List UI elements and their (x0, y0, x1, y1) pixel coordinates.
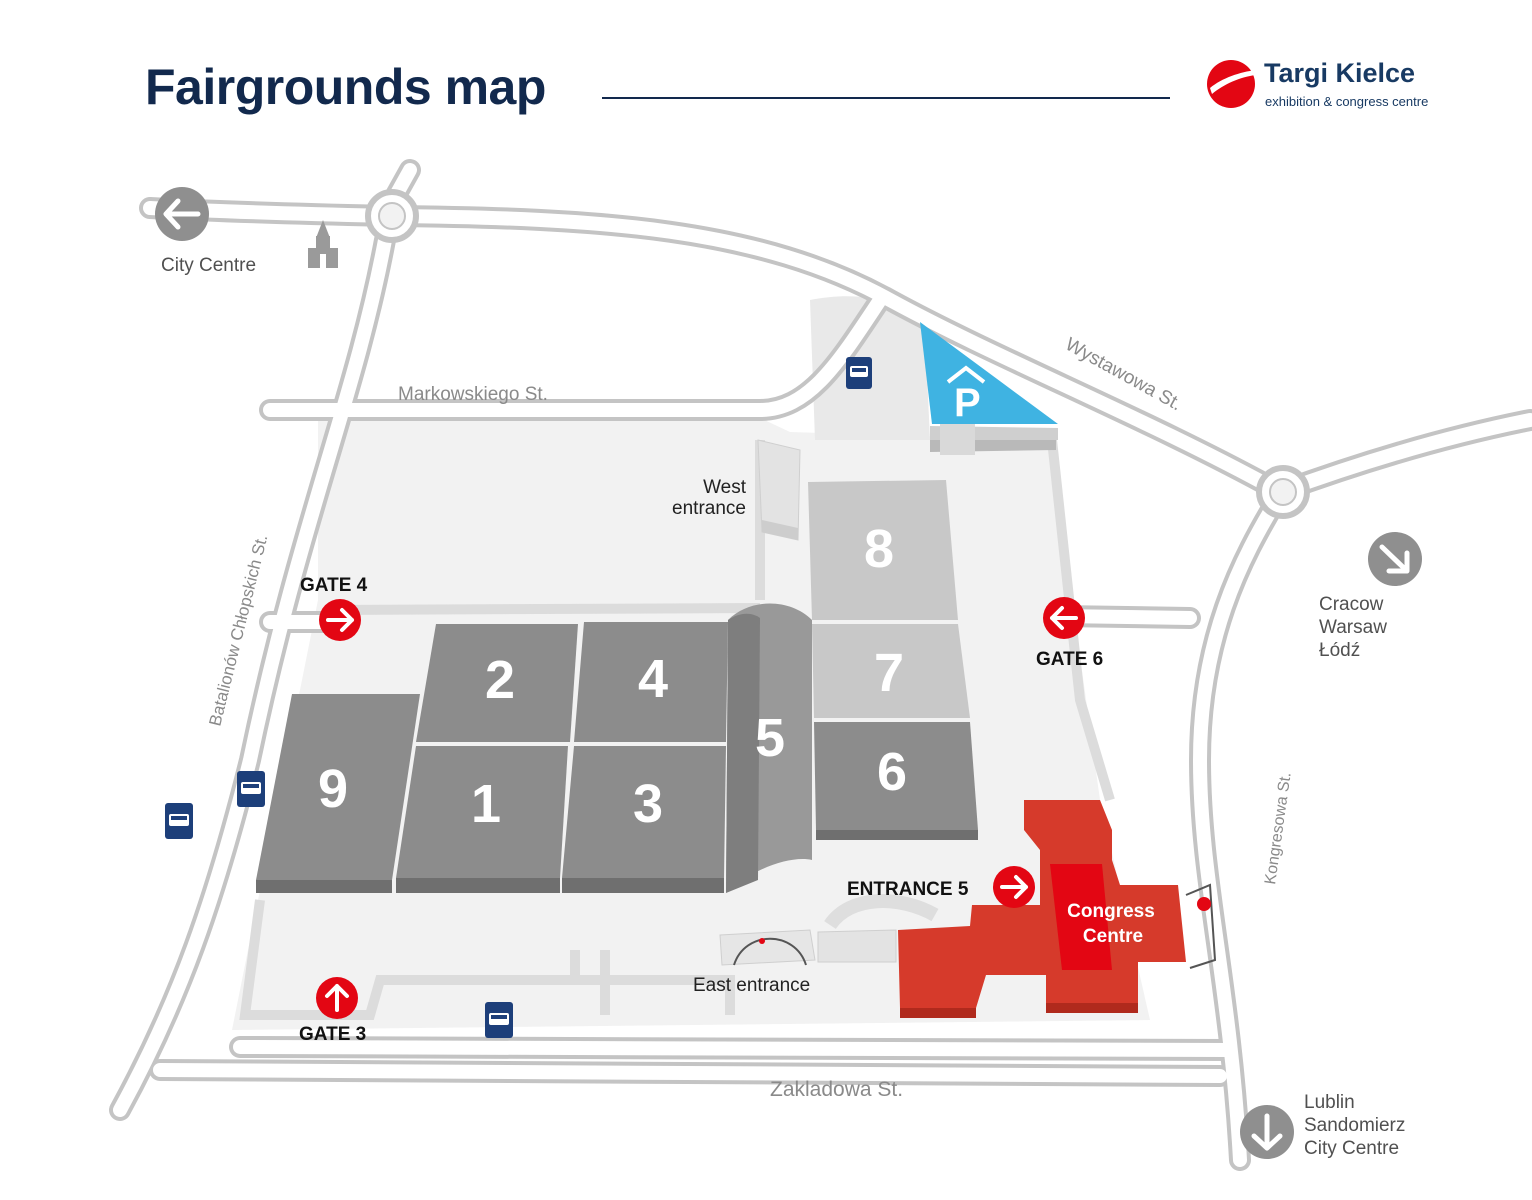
direction-arrow-south[interactable] (1240, 1105, 1294, 1159)
gate-4-marker[interactable] (319, 599, 361, 641)
direction-label-lodz: Łódź (1319, 640, 1360, 661)
hall-7[interactable] (812, 624, 970, 718)
congress-centre-building[interactable] (898, 800, 1217, 1018)
hall-6-number: 6 (877, 742, 907, 802)
hall-6[interactable] (814, 722, 978, 840)
hall-4[interactable] (574, 622, 728, 742)
bus-stop-icon[interactable] (846, 357, 872, 389)
hall-7-number: 7 (874, 643, 904, 703)
direction-label-cracow: Cracow (1319, 594, 1384, 615)
direction-label-city-centre-south: City Centre (1304, 1138, 1399, 1159)
hall-4-number: 4 (638, 649, 668, 709)
direction-label-sandomierz: Sandomierz (1304, 1115, 1405, 1136)
hall-2-number: 2 (485, 650, 515, 710)
hall-9[interactable] (256, 694, 420, 893)
hall-5-number: 5 (755, 708, 785, 768)
hall-1[interactable] (396, 746, 568, 893)
street-label-zakladowa: Zakladowa St. (770, 1078, 903, 1101)
brand-tagline: exhibition & congress centre (1265, 94, 1429, 109)
direction-label-city-centre: City Centre (161, 255, 256, 276)
parking-icon: P (946, 365, 986, 425)
brand-mark-icon (1207, 60, 1256, 108)
targi-kielce-logo[interactable]: Targi Kielce exhibition & congress centr… (1206, 58, 1446, 110)
arrow-right-icon (1000, 875, 1028, 899)
east-entrance-building[interactable] (719, 894, 939, 966)
page-title: Fairgrounds map (145, 59, 546, 115)
church-icon (308, 220, 338, 268)
gate-3-label: GATE 3 (299, 1024, 366, 1045)
parking-symbol: P (954, 381, 981, 425)
gate-3-marker[interactable] (316, 977, 358, 1019)
gate-6-label: GATE 6 (1036, 649, 1103, 670)
bus-stop-icon[interactable] (165, 803, 193, 839)
entrance-5-marker[interactable] (993, 866, 1035, 908)
congress-centre-label-line1: Congress (1067, 901, 1155, 922)
direction-arrow-city-centre[interactable] (155, 187, 209, 241)
road-network (109, 159, 1532, 1171)
gate-4-label: GATE 4 (300, 575, 368, 596)
hall-3[interactable] (562, 746, 726, 893)
parking-garage[interactable]: P (920, 322, 1058, 455)
hall-8-number: 8 (864, 519, 894, 579)
hall-9-number: 9 (318, 759, 348, 819)
west-entrance-label-line1: West (703, 477, 747, 498)
inner-walkways (239, 439, 1115, 1020)
title-divider (602, 97, 1170, 99)
arrow-down-icon (1251, 1113, 1283, 1151)
arrow-left-icon (1050, 606, 1078, 630)
hall-2[interactable] (416, 624, 578, 742)
direction-label-warsaw: Warsaw (1319, 617, 1387, 638)
bus-stop-icon[interactable] (485, 1002, 513, 1038)
arrow-right-icon (1379, 544, 1410, 574)
arrow-up-icon (325, 984, 349, 1012)
hall-8[interactable] (808, 480, 958, 620)
brand-name: Targi Kielce (1264, 58, 1416, 88)
congress-centre-label-line2: Centre (1083, 926, 1143, 947)
hall-1-number: 1 (471, 774, 501, 834)
east-entrance-label: East entrance (693, 975, 810, 996)
west-entrance-label-line2: entrance (672, 498, 746, 519)
street-label-markowskiego: Markowskiego St. (398, 384, 548, 405)
hall-3-number: 3 (633, 774, 663, 834)
bus-stop-icon[interactable] (237, 771, 265, 807)
west-entrance-building[interactable] (757, 439, 801, 541)
direction-label-lublin: Lublin (1304, 1092, 1355, 1113)
street-label-kongresowa: Kongresowa St. (1262, 771, 1295, 885)
direction-arrow-east[interactable] (1368, 532, 1422, 586)
arrow-right-icon (326, 608, 354, 632)
hall-5[interactable] (726, 603, 812, 894)
arrow-left-icon (163, 198, 201, 230)
entrance-5-label: ENTRANCE 5 (847, 879, 969, 900)
gate-6-marker[interactable] (1043, 597, 1085, 639)
